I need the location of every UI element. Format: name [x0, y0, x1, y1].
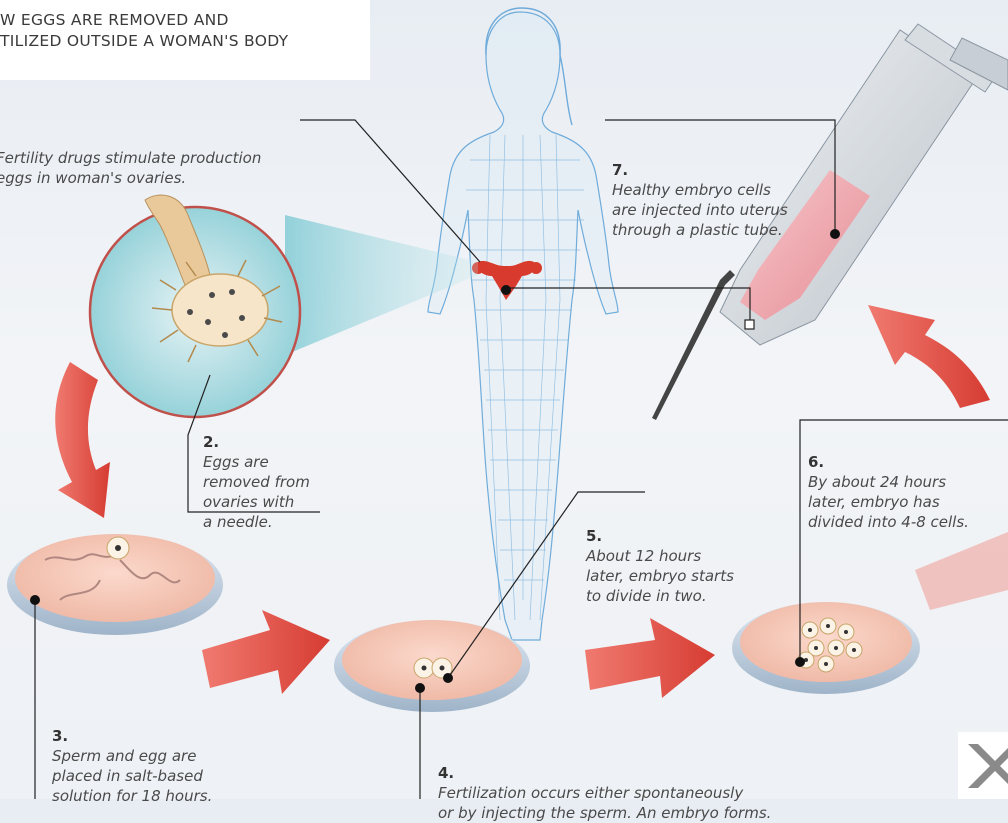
- arrow-step-3-to-4: [202, 610, 330, 694]
- caption-step-6: 6. By about 24 hours later, embryo has d…: [808, 432, 1008, 532]
- caption-step-7-text: Healthy embryo cells are injected into u…: [612, 181, 788, 239]
- caption-step-3-text: Sperm and egg are placed in salt-based s…: [52, 747, 212, 805]
- petri-dish-2: [334, 620, 530, 712]
- ovary-zoom-circle: [90, 195, 300, 417]
- caption-step-3-number: 3.: [52, 727, 68, 745]
- petri-dish-1: [7, 534, 223, 635]
- caption-step-4-number: 4.: [438, 764, 454, 782]
- callout-square: [745, 320, 754, 329]
- caption-step-7-number: 7.: [612, 161, 628, 179]
- caption-step-1: Fertility drugs stimulate production egg…: [0, 128, 316, 188]
- caption-step-7: 7. Healthy embryo cells are injected int…: [612, 140, 812, 240]
- caption-step-3: 3. Sperm and egg are placed in salt-base…: [52, 706, 252, 806]
- petri-dish-3: [732, 602, 920, 694]
- arrow-step-6-to-7: [868, 305, 990, 408]
- arrow-step-2-to-3: [55, 362, 110, 518]
- caption-step-6-text: By about 24 hours later, embryo has divi…: [808, 473, 969, 531]
- caption-step-6-number: 6.: [808, 453, 824, 471]
- caption-step-5-text: About 12 hours later, embryo starts to d…: [586, 547, 734, 605]
- page-title: W EGGS ARE REMOVED AND TILIZED OUTSIDE A…: [0, 10, 360, 52]
- caption-step-1-text: Fertility drugs stimulate production egg…: [0, 149, 261, 187]
- caption-step-2-text: Eggs are removed from ovaries with a nee…: [203, 453, 310, 531]
- caption-step-4: 4. Fertilization occurs either spontaneo…: [438, 743, 798, 823]
- caption-step-2: 2. Eggs are removed from ovaries with a …: [203, 412, 333, 532]
- caption-step-2-number: 2.: [203, 433, 219, 451]
- arrow-faded: [915, 532, 1008, 610]
- caption-step-4-text: Fertilization occurs either spontaneousl…: [438, 784, 771, 822]
- ovary-icon: [172, 274, 268, 346]
- caption-step-5-number: 5.: [586, 527, 602, 545]
- ivf-illustration: [0, 0, 1008, 799]
- caption-step-5: 5. About 12 hours later, embryo starts t…: [586, 506, 766, 606]
- arrow-step-4-to-5: [585, 618, 715, 698]
- corner-logo: [958, 732, 1008, 799]
- title-panel: W EGGS ARE REMOVED AND TILIZED OUTSIDE A…: [0, 0, 370, 80]
